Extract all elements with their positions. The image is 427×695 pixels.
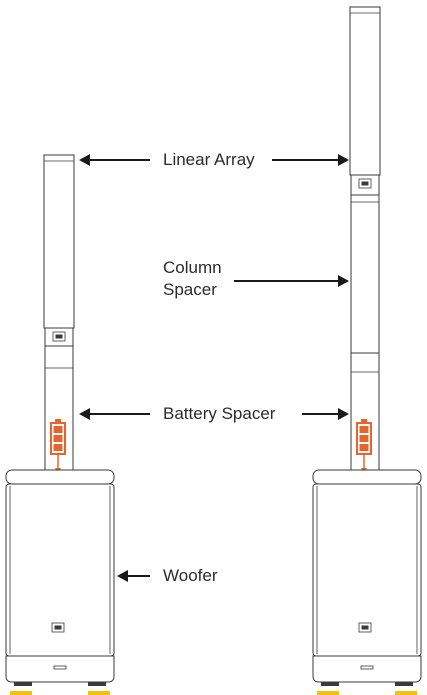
left-array-logo-icon [52,331,66,342]
right-woofer-logo-icon [358,622,372,633]
label-column-spacer-line2: Spacer [163,280,217,299]
label-woofer: Woofer [163,566,218,585]
label-battery-spacer: Battery Spacer [163,404,276,423]
arrow-battery-spacer-right [302,408,349,420]
right-array-logo-icon [358,178,372,189]
arrow-woofer [117,570,150,582]
left-woofer-logo-icon [51,622,65,633]
arrow-column-spacer [234,275,349,287]
left-woofer [5,469,115,695]
label-column-spacer-line1: Column [163,258,222,277]
right-linear-array [349,6,381,196]
arrow-linear-array-right [272,154,349,166]
label-column-spacer: Column Spacer [163,257,222,301]
right-woofer [312,469,422,695]
label-linear-array: Linear Array [163,150,255,169]
right-column-spacer [350,194,380,354]
left-battery-icon [50,419,66,474]
left-speaker-stack [5,154,115,695]
left-linear-array [43,154,75,347]
arrow-linear-array-left [79,154,150,166]
arrow-battery-spacer-left [79,408,150,420]
right-speaker-stack [312,6,422,695]
